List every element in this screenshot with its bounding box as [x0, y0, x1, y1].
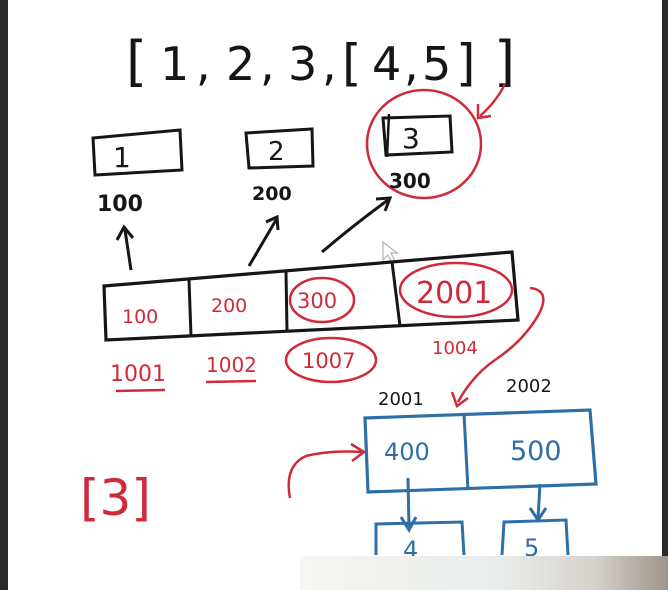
red-arrowhead — [450, 391, 469, 408]
red-circle-highlight — [284, 336, 378, 384]
object-3: 3 300 — [365, 88, 483, 200]
object-box-double-edge — [385, 113, 391, 158]
outer-list: 100 200 300 2001 1001 1002 1007 1004 — [102, 250, 520, 393]
inner-list-address: 2001 — [378, 389, 424, 410]
arrowhead — [265, 214, 280, 231]
object-value: 2 — [268, 137, 285, 167]
address-underline — [115, 388, 166, 393]
title-item: 1 — [160, 37, 189, 91]
outer-list-divider — [390, 261, 402, 327]
outer-list-cell: 300 — [297, 289, 337, 313]
inner-list-address: 2002 — [506, 376, 552, 397]
object-box — [244, 127, 315, 170]
red-arrow-into-inner-list — [287, 450, 363, 499]
address-underline — [205, 379, 257, 384]
element-box — [374, 520, 466, 556]
red-arrow-to-object-3 — [479, 83, 507, 117]
inner-list-frame — [363, 408, 598, 494]
element-box — [500, 518, 570, 556]
title-comma: , — [404, 37, 419, 91]
red-arrow-to-inner-list — [456, 286, 545, 403]
red-circle-highlight — [288, 276, 356, 324]
inner-list-cell: 500 — [510, 436, 562, 467]
pointer-arrows — [115, 196, 393, 271]
arrow-to-element-4 — [406, 477, 411, 529]
title-item: 4 — [372, 37, 401, 91]
outer-list-address: 1004 — [432, 338, 478, 359]
object-value: 3 — [402, 122, 420, 155]
outer-list-frame — [102, 250, 520, 342]
outer-list-address: 1002 — [206, 353, 257, 377]
red-circle-highlight — [365, 88, 483, 200]
outer-list-cell: 200 — [211, 295, 247, 317]
object-address: 100 — [97, 192, 143, 217]
red-arrowhead — [476, 104, 492, 120]
object-1: 1 100 — [91, 128, 184, 217]
object-box — [91, 128, 184, 177]
title-comma: , — [196, 37, 211, 91]
cursor-icon — [382, 240, 399, 264]
side-note: [3] — [80, 469, 151, 527]
inner-list-divider — [462, 413, 470, 491]
video-frame-right-edge — [662, 0, 668, 590]
title-inner-open-bracket: [ — [342, 34, 362, 92]
red-circle-highlight — [398, 261, 514, 319]
inner-list-cell: 400 — [384, 438, 430, 466]
outer-list-address: 1001 — [110, 362, 166, 387]
webcam-overlay — [300, 556, 668, 590]
object-box — [381, 114, 454, 157]
title-close-bracket: ] — [494, 30, 515, 93]
title-comma: , — [322, 37, 337, 91]
outer-list-address: 1007 — [302, 349, 355, 373]
object-address: 300 — [389, 169, 431, 193]
list-literal-title: [ 1 , 2 , 3 , [ 4 , 5 ] ] — [126, 30, 515, 93]
element-value: 5 — [524, 534, 539, 562]
title-comma: , — [260, 37, 275, 91]
arrowhead — [375, 196, 393, 212]
title-item: 2 — [226, 37, 255, 91]
outer-list-cell: 2001 — [416, 276, 492, 311]
arrow-to-element-5 — [536, 483, 542, 519]
arrowhead — [115, 224, 135, 241]
video-frame-left-edge — [0, 0, 8, 590]
title-inner-close-bracket: ] — [456, 34, 476, 92]
arrow-to-object-1 — [123, 229, 133, 271]
outer-list-cell: 100 — [122, 306, 158, 328]
outer-list-divider — [187, 279, 193, 337]
arrowhead — [399, 516, 418, 534]
title-item: 5 — [422, 37, 451, 91]
object-address: 200 — [252, 183, 292, 205]
outer-list-divider — [284, 271, 289, 332]
title-open-bracket: [ — [126, 30, 147, 93]
arrow-to-object-2 — [247, 219, 278, 267]
inner-list: 2001 2002 400 500 4 5 — [363, 376, 598, 564]
title-item: 3 — [288, 37, 317, 91]
arrow-to-object-3 — [321, 198, 389, 254]
object-value: 1 — [113, 141, 131, 174]
object-2: 2 200 — [244, 127, 315, 205]
red-arrowhead — [350, 442, 367, 462]
